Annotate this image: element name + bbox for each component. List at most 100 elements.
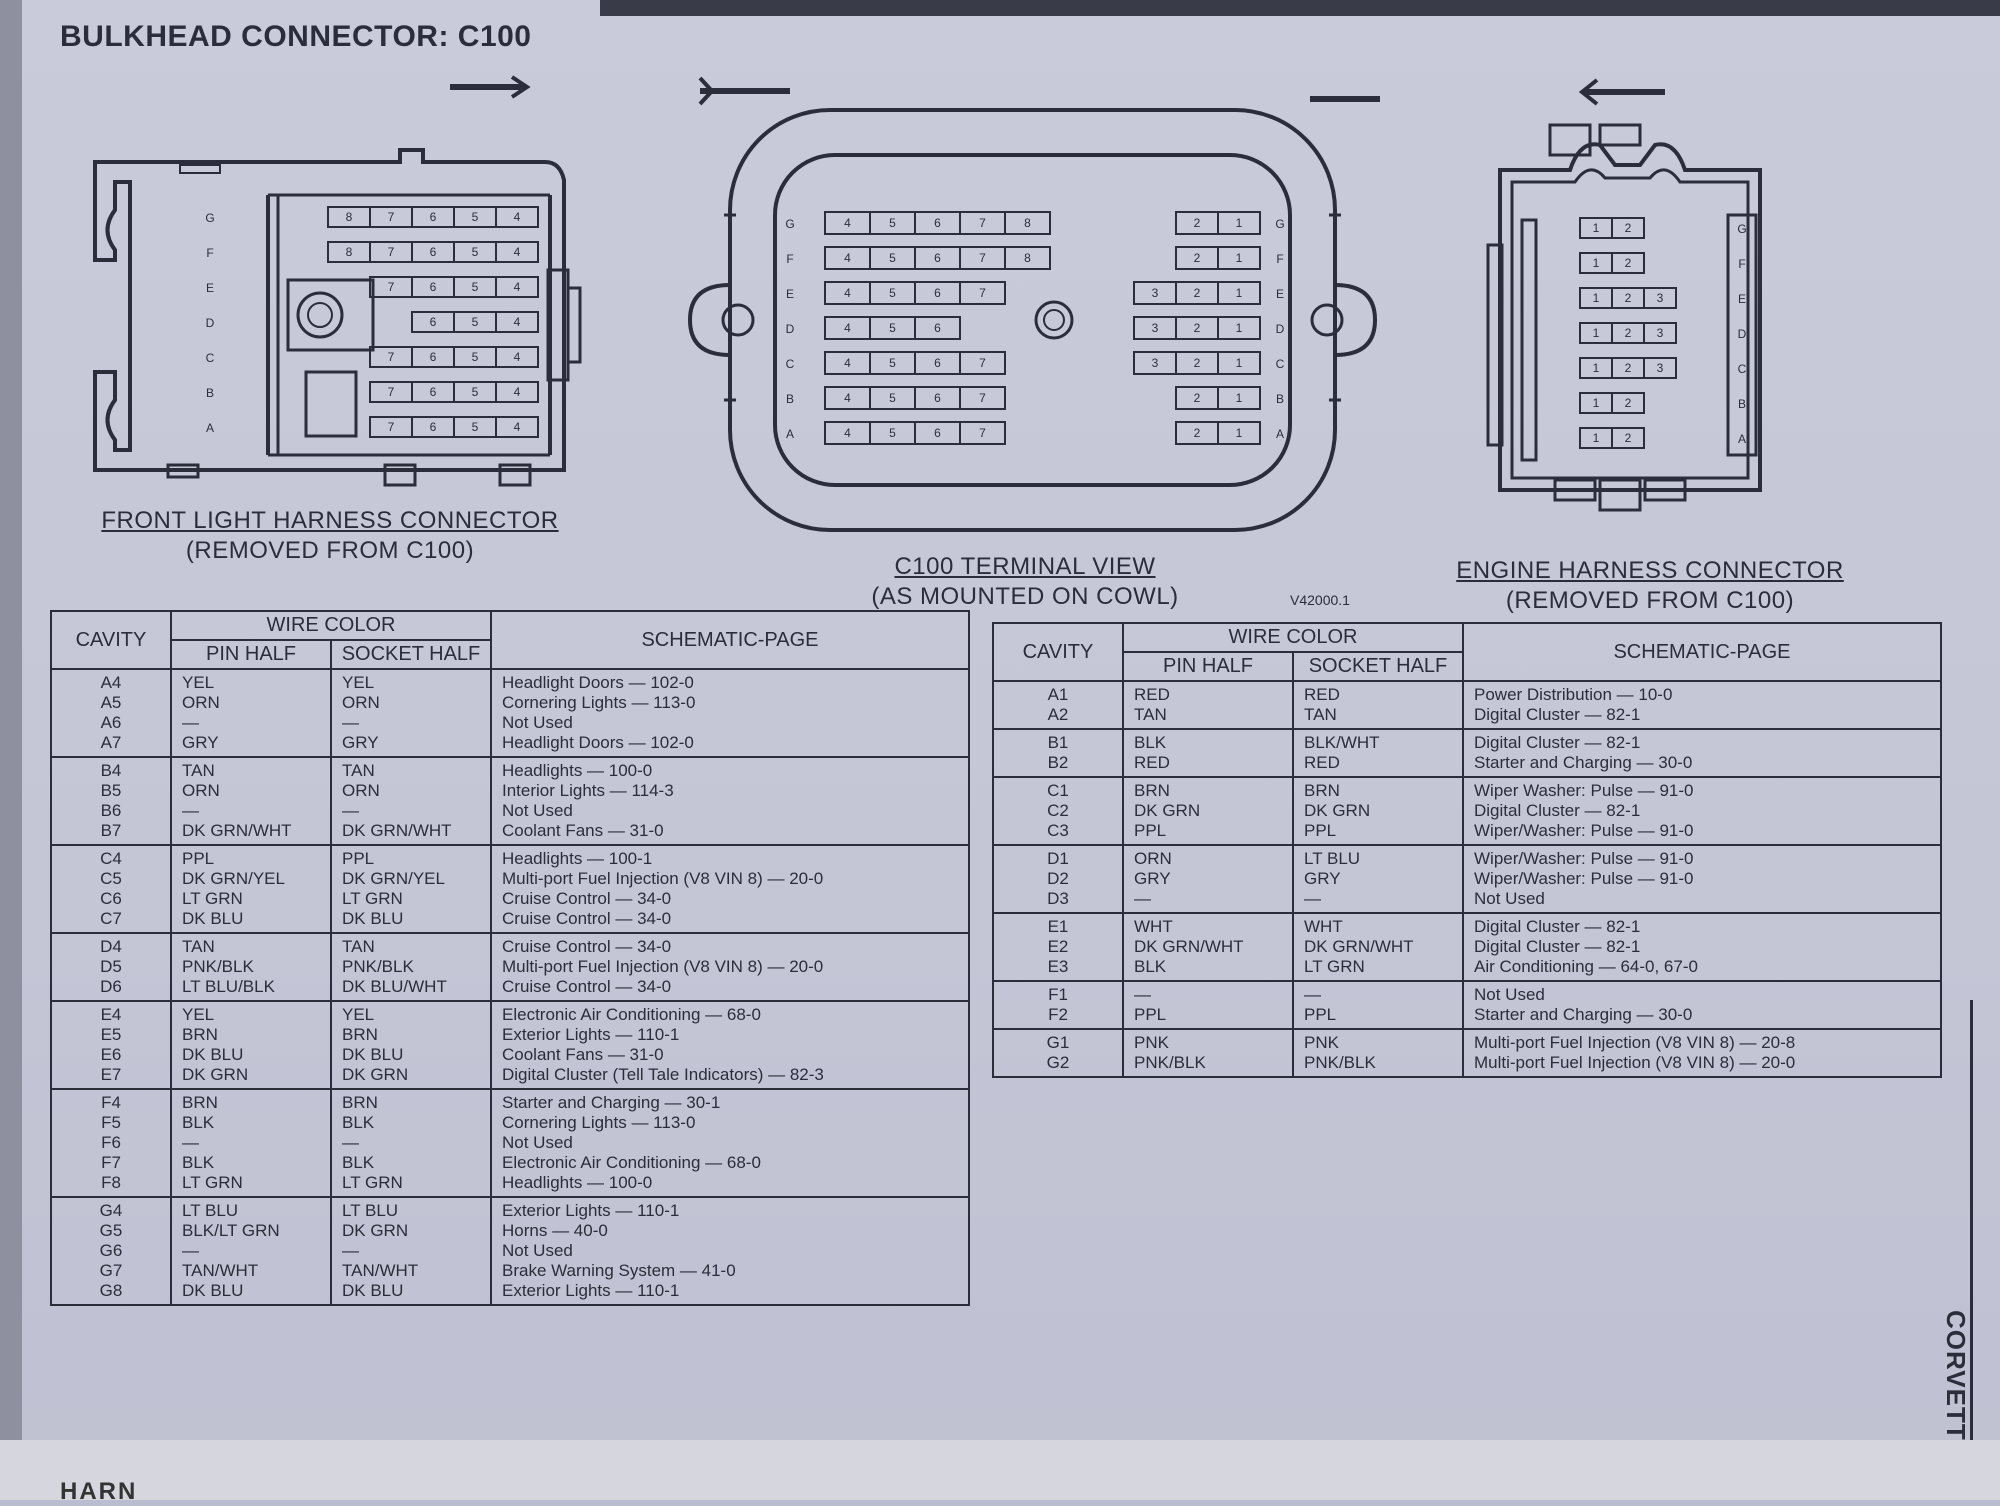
socket-half-cell-line: GRY xyxy=(1304,869,1341,888)
cavity-cell-line: A7 xyxy=(100,733,122,752)
cavity-cell-line: D2 xyxy=(1047,869,1069,888)
pin-cell xyxy=(1217,211,1261,235)
row-label: E xyxy=(1276,287,1284,301)
socket-half-cell-line: DK GRN xyxy=(1304,801,1371,820)
pin-number: 4 xyxy=(844,216,851,230)
pin-half-cell-line: GRY xyxy=(182,733,219,752)
pin-cell xyxy=(1643,287,1677,309)
socket-half-cell-line: PPL xyxy=(1304,1005,1337,1024)
row-label: E xyxy=(206,281,214,295)
cavity-cell-line: F1 xyxy=(1048,985,1068,1004)
schematic-page-cell-line: Multi-port Fuel Injection (V8 VIN 8) — 2… xyxy=(502,957,824,976)
pin-half-cell-line: GRY xyxy=(1134,869,1171,888)
cavity-cell-line: D5 xyxy=(100,957,122,976)
pin-number: 3 xyxy=(1657,361,1664,375)
pin-number: 2 xyxy=(1194,286,1201,300)
wire-color-header: WIRE COLOR xyxy=(170,610,492,641)
pin-half-cell-line: TAN/WHT xyxy=(182,1261,259,1280)
schematic-page-cell-line: Digital Cluster — 82-1 xyxy=(1474,937,1641,956)
schematic-page-cell-line: Not Used xyxy=(502,801,573,820)
pin-half-cell-line: DK GRN/WHT xyxy=(1134,937,1244,956)
cavity-cell-line: C5 xyxy=(100,869,122,888)
pin-number: 4 xyxy=(844,321,851,335)
row-label: G xyxy=(785,217,794,231)
schematic-page-cell-line: Headlight Doors — 102-0 xyxy=(502,733,694,752)
pin-cell xyxy=(1217,246,1261,270)
pin-number: 6 xyxy=(430,385,437,399)
schematic-page-cell-line: Electronic Air Conditioning — 68-0 xyxy=(502,1153,761,1172)
pin-number: 2 xyxy=(1194,251,1201,265)
schematic-page-cell-line: Digital Cluster — 82-1 xyxy=(1474,917,1641,936)
socket-half-cell-line: DK BLU xyxy=(342,909,404,928)
pin-number: 5 xyxy=(889,321,896,335)
schematic-page-cell-line: Not Used xyxy=(502,1133,573,1152)
pin-number: 1 xyxy=(1593,326,1600,340)
socket-half-cell-line: DK GRN xyxy=(342,1221,409,1240)
pin-number: 5 xyxy=(889,391,896,405)
cavity-cell-line: D4 xyxy=(100,937,122,956)
row-label: B xyxy=(206,386,214,400)
pin-number: 7 xyxy=(979,356,986,370)
schematic-page-cell-line: Interior Lights — 114-3 xyxy=(502,781,674,800)
pin-number: 5 xyxy=(889,426,896,440)
schematic-page-cell-line: Digital Cluster — 82-1 xyxy=(1474,705,1641,724)
schematic-page-cell-line: Multi-port Fuel Injection (V8 VIN 8) — 2… xyxy=(1474,1053,1796,1072)
cavity-cell-line: B2 xyxy=(1047,753,1069,772)
socket-half-cell-line: BLK/WHT xyxy=(1304,733,1380,752)
pin-number: 2 xyxy=(1625,256,1632,270)
terminal-view-caption: C100 TERMINAL VIEW (AS MOUNTED ON COWL) xyxy=(820,552,1230,612)
pin-half-cell-line: TAN xyxy=(182,761,215,780)
cavity-cell-line: F4 xyxy=(101,1093,121,1112)
front-harness-wire-table: CAVITY WIRE COLOR SCHEMATIC-PAGE PIN HAL… xyxy=(50,610,970,1306)
schematic-page-cell-line: Headlights — 100-1 xyxy=(502,849,653,868)
pin-half-cell-line: DK GRN xyxy=(182,1065,249,1084)
pin-half-cell-line: DK BLU xyxy=(182,1045,244,1064)
pin-cell xyxy=(1217,316,1261,340)
pin-cell xyxy=(1611,217,1645,239)
engine-connector-caption-note: (REMOVED FROM C100) xyxy=(1505,587,1795,614)
cavity-cell-line: G6 xyxy=(99,1241,123,1260)
socket-half-cell-line: LT BLU xyxy=(342,1201,399,1220)
pin-number: 2 xyxy=(1194,321,1201,335)
schematic-page-header: SCHEMATIC-PAGE xyxy=(490,610,970,670)
pin-half-cell-line: LT BLU/BLK xyxy=(182,977,275,996)
schematic-page-header: SCHEMATIC-PAGE xyxy=(1462,622,1942,682)
pin-number: 4 xyxy=(844,426,851,440)
pin-number: 6 xyxy=(430,280,437,294)
pin-number: 5 xyxy=(472,245,479,259)
row-label: G xyxy=(1737,222,1746,236)
pin-number: 8 xyxy=(346,245,353,259)
cavity-cell-line: A4 xyxy=(100,673,122,692)
row-label: B xyxy=(1738,397,1746,411)
pin-number: 3 xyxy=(1152,356,1159,370)
pin-number: 7 xyxy=(388,245,395,259)
terminal-view-caption-title: C100 TERMINAL VIEW xyxy=(894,553,1156,580)
pin-half-cell-line: — xyxy=(182,1133,199,1152)
pin-number: 6 xyxy=(430,315,437,329)
front-connector-caption: FRONT LIGHT HARNESS CONNECTOR (REMOVED F… xyxy=(90,506,570,566)
row-label: B xyxy=(1276,392,1284,406)
pin-number: 4 xyxy=(514,280,521,294)
pin-cell xyxy=(1217,281,1261,305)
pin-number: 4 xyxy=(514,210,521,224)
pin-number: 7 xyxy=(979,216,986,230)
pin-number: 6 xyxy=(934,251,941,265)
socket-half-cell-line: — xyxy=(1304,985,1321,1004)
pin-number: 3 xyxy=(1152,286,1159,300)
pin-number: 6 xyxy=(430,245,437,259)
pin-half-cell-line: PPL xyxy=(1134,821,1167,840)
pin-number: 2 xyxy=(1625,221,1632,235)
cavity-cell-line: E3 xyxy=(1047,957,1069,976)
cavity-cell-line: B4 xyxy=(100,761,122,780)
schematic-page-cell-line: Multi-port Fuel Injection (V8 VIN 8) — 2… xyxy=(502,869,824,888)
